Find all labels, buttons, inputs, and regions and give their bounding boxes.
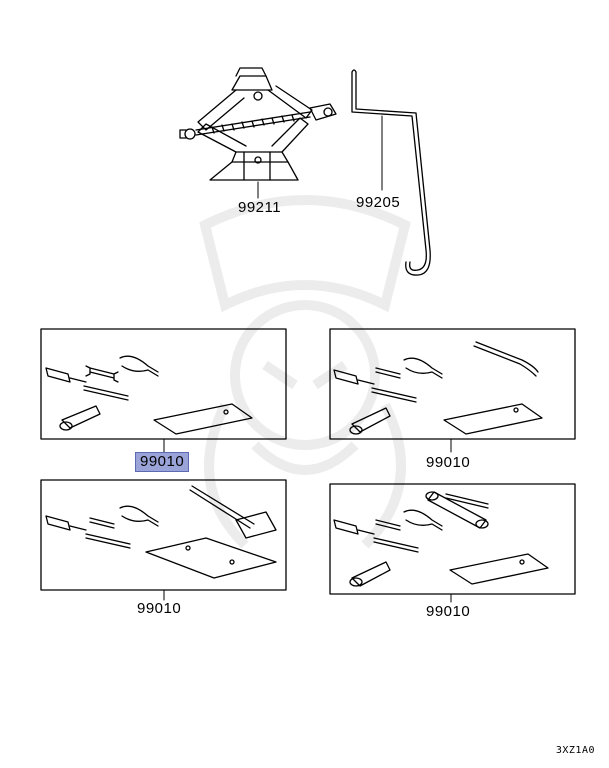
part-number-tool-kit-4[interactable]: 99010	[426, 603, 471, 620]
part-number-jack-handle[interactable]: 99205	[356, 194, 401, 211]
scissor-jack-illustration	[179, 67, 337, 199]
jack-handle-illustration	[351, 69, 431, 276]
tool-kit-3-illustration	[40, 479, 287, 601]
tool-kit-4-illustration	[329, 483, 576, 603]
part-number-tool-kit-2[interactable]: 99010	[426, 454, 471, 471]
diagram-code: 3XZ1A0	[555, 745, 595, 756]
part-number-tool-kit-1[interactable]: 99010	[135, 452, 190, 472]
tool-kit-1-illustration	[40, 328, 287, 453]
tool-kit-2-illustration	[329, 328, 576, 453]
part-number-tool-kit-3[interactable]: 99010	[137, 600, 182, 617]
part-number-jack[interactable]: 99211	[238, 199, 282, 216]
